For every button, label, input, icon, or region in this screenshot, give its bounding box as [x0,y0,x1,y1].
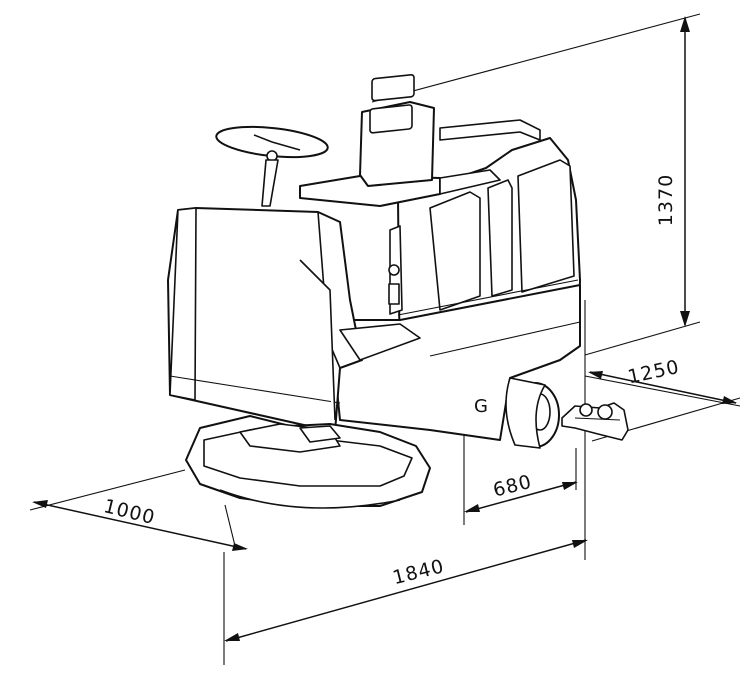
front-length-dimension-line [33,501,247,550]
front-length-dimension-label: 1000 [101,495,157,529]
wheelbase-dimension-label: 680 [491,471,534,502]
height-dimension-label: 1370 [655,174,677,226]
center-of-gravity-label: G [474,396,488,417]
wheelbase-dimension-line [465,481,577,513]
width-dimension-label: 1250 [626,356,682,388]
dimension-lines [29,13,741,665]
length-dimension-label: 1840 [390,555,446,589]
rear-squeegee [561,402,629,441]
width-dimension-line [589,371,737,404]
machine-illustration [167,73,629,509]
chassis [329,284,581,441]
length-dimension-line [225,539,587,642]
